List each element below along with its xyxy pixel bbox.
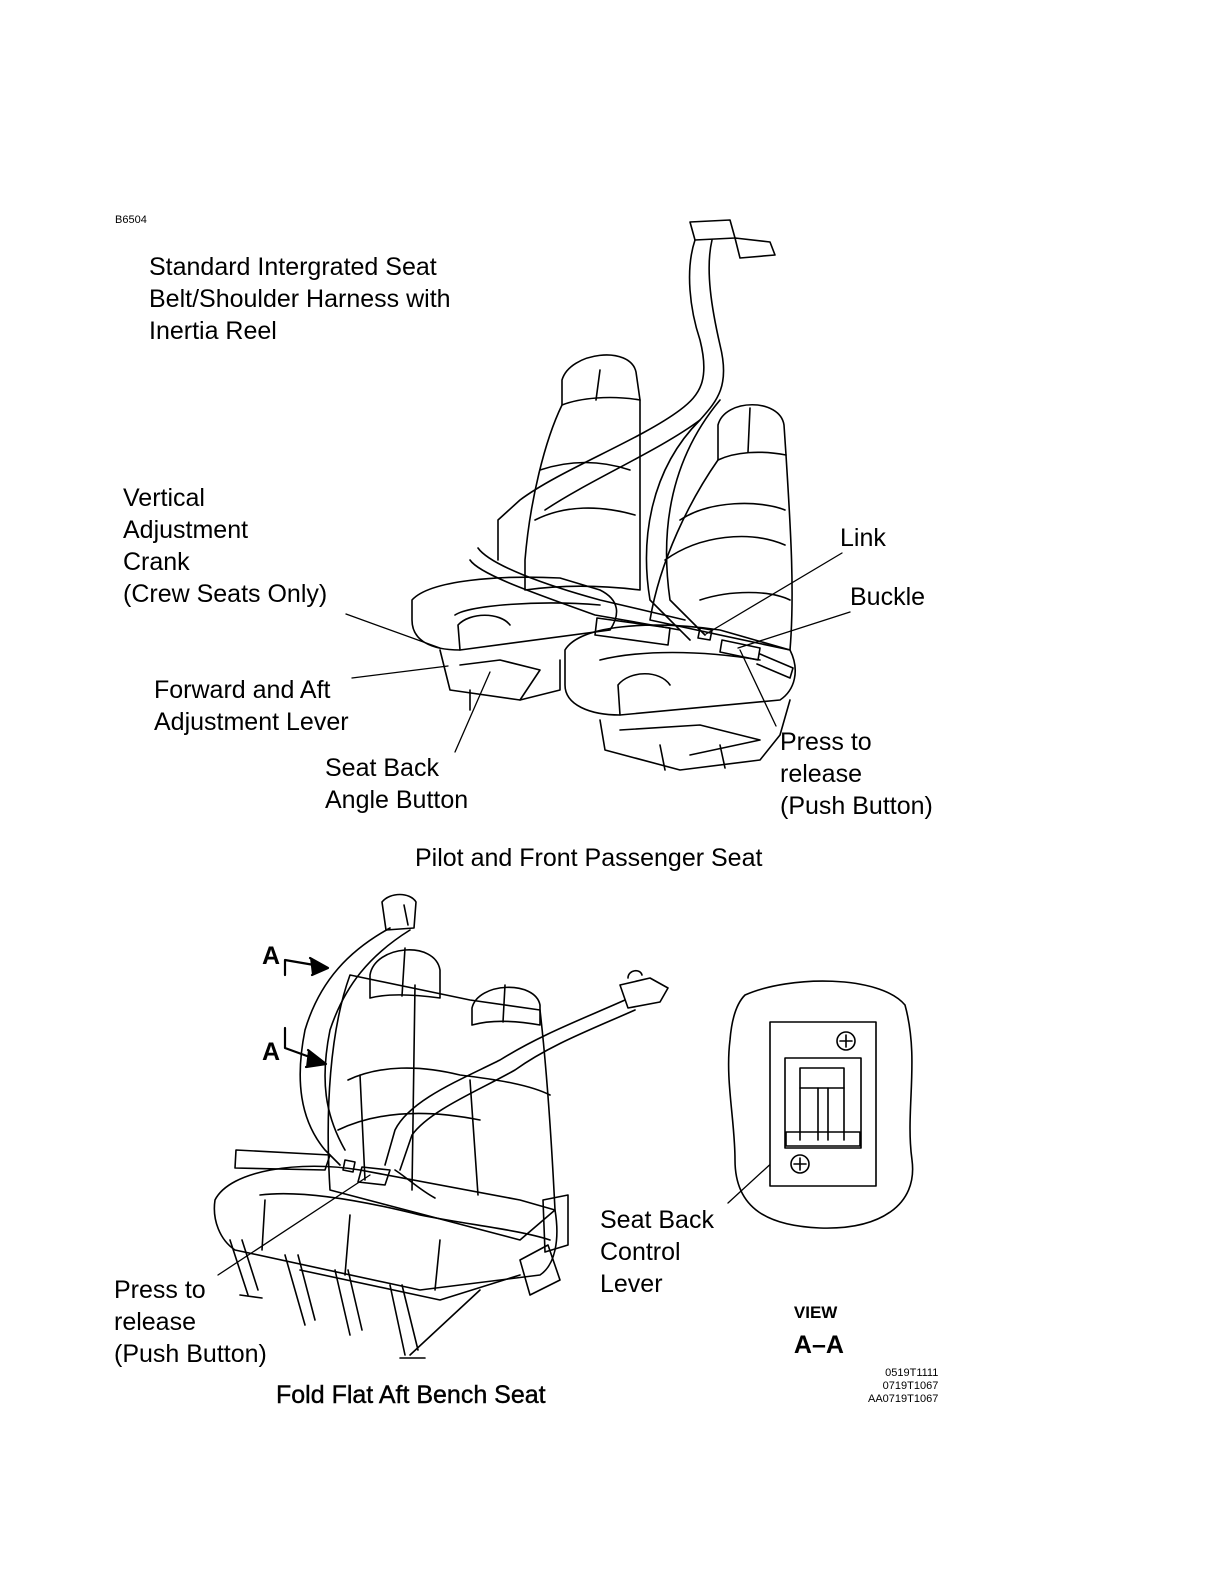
bench-seat-cushion xyxy=(214,1166,556,1290)
lower-screw xyxy=(791,1155,809,1173)
bench-belt-right xyxy=(385,1000,625,1165)
part-numbers: 0519T1111 0719T1067 AA0719T1067 xyxy=(868,1367,939,1405)
view-a-a-detail xyxy=(729,981,913,1228)
inertia-reel xyxy=(690,220,735,240)
leader-seat-back-button xyxy=(455,672,490,752)
bench-lap-strap xyxy=(235,1150,330,1170)
view-outline xyxy=(729,981,913,1228)
leader-press-release-bottom xyxy=(218,1175,370,1275)
seat-back-control-lever xyxy=(543,1195,568,1252)
bench-headrest-right xyxy=(472,987,540,1025)
section-arrows xyxy=(285,958,328,1067)
arrow-a-upper xyxy=(285,960,320,975)
seat-back-control-label: Seat Back Control Lever xyxy=(600,1206,714,1298)
harness-strap xyxy=(498,240,704,560)
bottom-caption: Fold Flat Aft Bench Seat xyxy=(276,1381,546,1409)
leader-press-release-top xyxy=(740,650,776,726)
right-seat-back xyxy=(650,455,792,650)
leader-link xyxy=(706,553,842,634)
arrow-a-upper-label: A xyxy=(262,942,281,970)
bench-belt-left xyxy=(300,928,390,1165)
buckle-label: Buckle xyxy=(850,583,926,611)
view-suffix: A–A xyxy=(793,1331,844,1359)
left-seat-cushion xyxy=(412,577,617,650)
arrow-a-lower xyxy=(285,1028,318,1060)
left-seat-headrest xyxy=(562,355,640,405)
pilot-seats-drawing xyxy=(412,220,795,770)
arrow-a-lower-label: A xyxy=(262,1038,281,1066)
upper-screw xyxy=(837,1032,855,1050)
bench-legs xyxy=(230,1240,418,1355)
bench-headrest-left xyxy=(370,950,440,998)
press-release-bottom-label: Press to release (Push Button) xyxy=(114,1276,267,1368)
view-prefix: VIEW xyxy=(793,1303,838,1322)
figure-id: B6504 xyxy=(115,214,147,226)
right-seat-frame xyxy=(600,700,790,770)
lap-belt xyxy=(470,560,680,630)
link-label: Link xyxy=(840,524,886,552)
right-seat-cushion xyxy=(565,625,795,715)
harness-label: Standard Intergrated Seat Belt/Shoulder … xyxy=(149,253,451,345)
top-leader-lines xyxy=(346,553,850,752)
seat-back-button-label: Seat Back Angle Button xyxy=(325,754,469,814)
leader-vertical-crank xyxy=(346,614,440,648)
bench-seat-drawing xyxy=(214,895,668,1359)
bench-inertia-reel-right xyxy=(620,978,668,1008)
fwd-aft-lever-label: Forward and Aft Adjustment Lever xyxy=(154,676,349,736)
left-seat-back xyxy=(525,400,640,590)
bench-inertia-reel-left xyxy=(382,895,416,931)
vertical-crank-label: Vertical Adjustment Crank (Crew Seats On… xyxy=(123,484,328,608)
left-seat-frame xyxy=(440,650,560,700)
bench-buckle xyxy=(358,1167,390,1185)
buckle-housing xyxy=(595,618,670,645)
press-release-top-label: Press to release (Push Button) xyxy=(780,728,933,820)
top-caption: Pilot and Front Passenger Seat xyxy=(415,844,763,872)
leader-buckle xyxy=(738,612,850,648)
link-fitting xyxy=(698,628,712,640)
view-label: VIEW A–A xyxy=(780,1262,844,1361)
view-panel xyxy=(770,1022,876,1186)
right-seat-headrest xyxy=(718,405,786,460)
leader-fwd-aft xyxy=(352,666,448,678)
